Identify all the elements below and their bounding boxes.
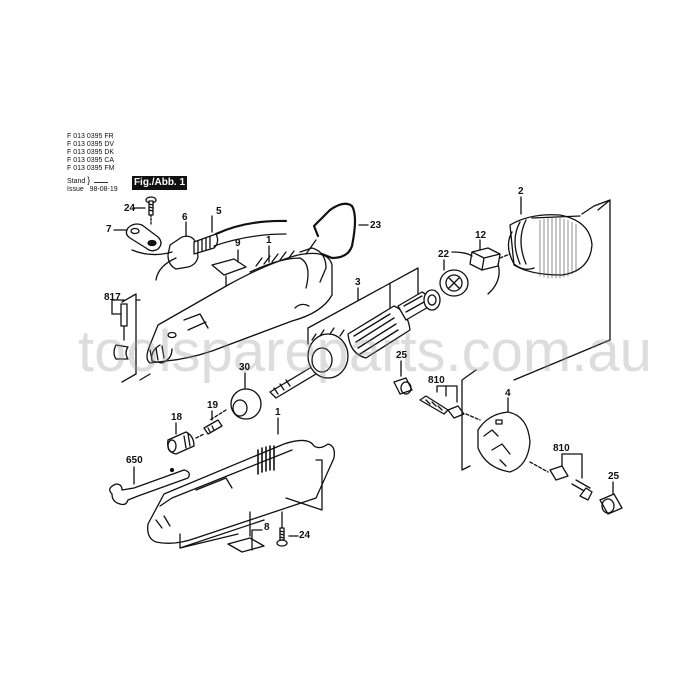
callout-650: 650 [126,455,143,466]
callout-1-upper: 1 [266,235,272,246]
issue-label: Issue [67,186,84,193]
brush-cap-icon [393,360,413,395]
cord-clamp-icon [113,223,162,252]
collet-icon [203,410,223,435]
callout-30: 30 [239,362,251,373]
bearing-icon [439,259,469,297]
callout-7: 7 [106,224,112,235]
callout-817: 817 [104,292,121,303]
wrench-icon [109,466,190,506]
figure-label: Fig./Abb. 1 [132,176,187,190]
callout-9: 9 [235,238,241,249]
callout-5: 5 [216,206,222,217]
callout-810-right: 810 [553,443,570,454]
callout-8: 8 [264,522,270,533]
carbon-brush-icon [451,239,511,295]
brush-spring-icon [419,385,481,421]
brush-cap-icon [599,481,623,515]
part-number: F 013 0395 DV [67,141,115,148]
callout-24: 24 [124,203,136,214]
callout-12: 12 [475,230,487,241]
callout-2: 2 [518,186,524,197]
label-plate-icon [227,529,265,553]
callout-24-lower: 24 [299,530,311,541]
callout-25-right: 25 [608,471,620,482]
callout-1-lower: 1 [275,407,281,418]
screw-icon [276,511,299,547]
motor-housing-lower-icon [147,417,336,549]
ball-bearing-icon [209,372,262,421]
stand-label: Stand [67,178,86,185]
part-number: F 013 0395 FM [67,165,115,172]
brush-holder-icon [461,369,531,473]
part-number: F 013 0395 FR [67,133,114,140]
brush-spring-icon [529,453,593,501]
callout-25-left: 25 [396,350,408,361]
part-number-list: F 013 0395 FR F 013 0395 DV F 013 0395 D… [67,133,114,173]
spring-clip-icon [305,202,369,260]
armature-icon [269,267,441,399]
revision-info: Stand } Issue 98-08-19 [67,175,118,194]
issue-value: 98-08-19 [89,186,118,193]
field-coil-icon [507,196,611,381]
collet-nut-icon [167,422,205,455]
callout-23: 23 [370,220,382,231]
power-cord-icon [131,215,288,281]
screw-icon [132,196,157,226]
callout-3: 3 [355,277,361,288]
part-number: F 013 0395 CA [67,157,115,164]
callout-810-left: 810 [428,375,445,386]
callout-4: 4 [505,388,511,399]
callout-18: 18 [171,412,183,423]
callout-6: 6 [182,212,188,223]
brush-holder-kit-icon [111,293,151,383]
callout-19: 19 [207,400,219,411]
part-number: F 013 0395 DK [67,149,115,156]
callout-22: 22 [438,249,450,260]
